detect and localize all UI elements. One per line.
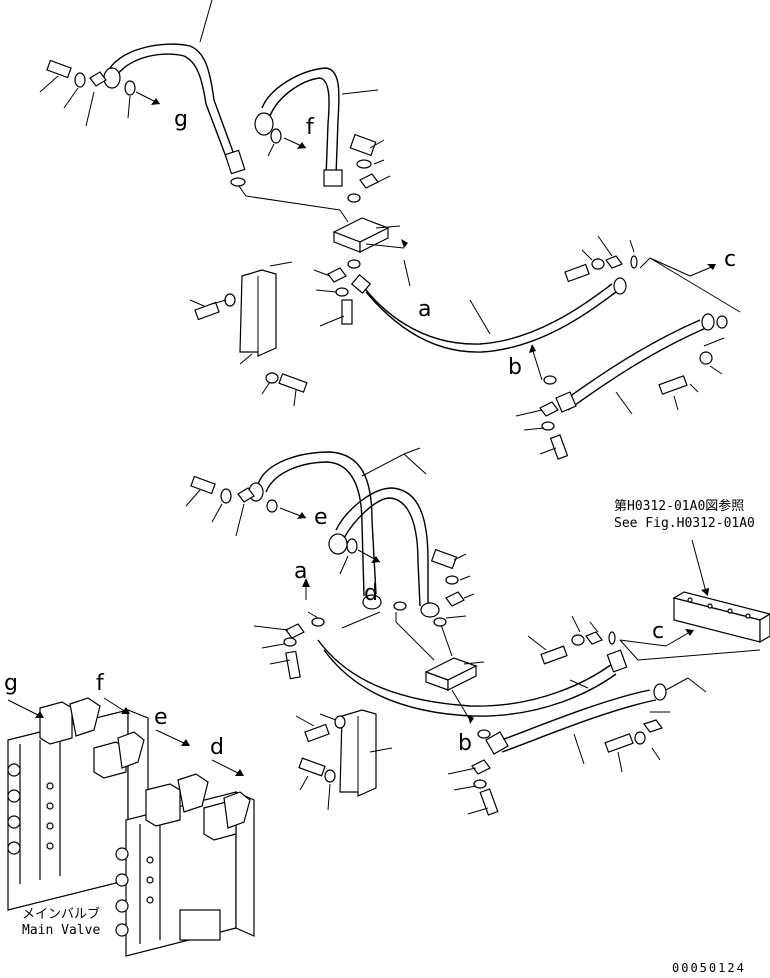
lower-assembly xyxy=(185,447,770,816)
c-connection-upper xyxy=(564,235,741,329)
callout-labels: g f a b c e d a c b g f e d 第H0312-01A0図… xyxy=(4,107,755,975)
label-a-upper: a xyxy=(418,297,431,322)
label-c-upper: c xyxy=(724,247,736,272)
drawing-code: 00050124 xyxy=(672,961,746,975)
hose-upper-2 xyxy=(254,67,379,187)
label-g-valve: g xyxy=(4,671,18,696)
reference-manifold xyxy=(672,539,770,644)
label-f-upper: f xyxy=(306,115,315,140)
label-e-lower: e xyxy=(314,505,328,530)
hose-upper-lower-right xyxy=(555,313,725,415)
label-g-upper: g xyxy=(174,107,188,132)
label-d-valve: d xyxy=(210,735,224,760)
upper-assembly xyxy=(39,0,741,460)
bolt-group-top-left xyxy=(39,59,161,127)
label-e-valve: e xyxy=(154,705,168,730)
reference-note-en: See Fig.H0312-01A0 xyxy=(614,516,755,531)
hose-lower-bottom xyxy=(485,677,707,765)
main-valve-illustration xyxy=(7,697,255,957)
bolt-stack-center xyxy=(313,259,361,327)
bolt-stack-lower-left xyxy=(253,623,305,680)
hose-upper-long xyxy=(350,274,627,353)
main-valve-caption-jp: メインバルブ xyxy=(22,906,100,922)
bolt-stack-lower-bottom-right xyxy=(604,711,670,773)
arrow-a-lower xyxy=(302,578,381,629)
reference-note-jp: 第H0312-01A0図参照 xyxy=(614,498,744,514)
label-b-upper: b xyxy=(508,355,522,380)
main-valve-caption-en: Main Valve xyxy=(22,923,100,938)
flange-block-upper xyxy=(230,177,411,287)
hose-lower-long xyxy=(317,639,628,717)
label-d-lower: d xyxy=(364,581,378,606)
bracket-lower xyxy=(295,709,393,811)
arrow-b-upper xyxy=(529,344,557,385)
bolt-group-lower-left xyxy=(185,475,307,537)
hose-lower-e xyxy=(248,451,382,610)
bolt-stack-upper-bottom xyxy=(515,401,569,460)
bolt-stack-lower-right xyxy=(430,548,475,619)
bolt-stack-lower-center xyxy=(447,759,499,816)
label-c-lower: c xyxy=(652,619,664,644)
label-f-valve: f xyxy=(96,671,105,696)
hose-lower-d xyxy=(328,447,440,618)
c-connection-lower xyxy=(527,615,761,665)
flange-block-lower xyxy=(393,601,491,739)
hose-upper-1 xyxy=(103,0,246,175)
bracket-upper xyxy=(189,261,308,407)
label-b-lower: b xyxy=(458,731,472,756)
bolt-stack-upper-right xyxy=(347,133,391,203)
label-a-lower: a xyxy=(294,559,307,584)
arrow-f-upper xyxy=(267,128,307,157)
arrow-d-lower xyxy=(339,538,381,575)
